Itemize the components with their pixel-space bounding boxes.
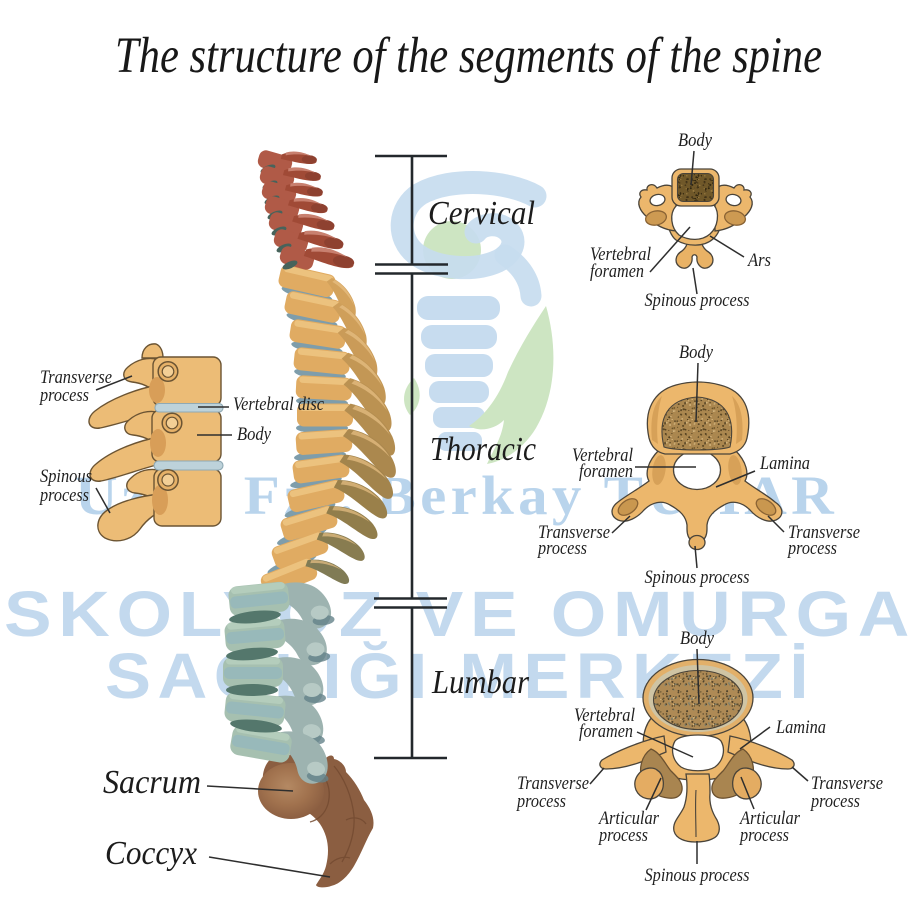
svg-text:Vertebral disc: Vertebral disc [233, 394, 324, 415]
svg-text:Sacrum: Sacrum [103, 764, 201, 801]
svg-text:Vertebral: Vertebral [574, 705, 635, 726]
svg-text:Thoracic: Thoracic [430, 431, 536, 468]
svg-text:Spinous process: Spinous process [645, 865, 750, 886]
svg-text:Spinous: Spinous [40, 466, 92, 487]
svg-text:Vertebral: Vertebral [590, 244, 651, 265]
svg-text:Transverse: Transverse [788, 522, 860, 543]
svg-text:process: process [786, 538, 837, 559]
svg-text:Cervical: Cervical [428, 195, 535, 232]
svg-text:Lamina: Lamina [759, 453, 810, 474]
svg-text:Body: Body [680, 628, 714, 649]
svg-text:Transverse: Transverse [811, 773, 883, 794]
svg-text:Spinous process: Spinous process [645, 290, 750, 311]
svg-text:Transverse: Transverse [517, 773, 589, 794]
svg-text:Transverse: Transverse [538, 522, 610, 543]
svg-text:Ars: Ars [746, 250, 771, 271]
svg-text:SKOLYOZ VE OMURGA: SKOLYOZ VE OMURGA [4, 578, 916, 650]
svg-text:process: process [38, 485, 89, 506]
svg-text:Vertebral: Vertebral [572, 445, 633, 466]
svg-text:Transverse: Transverse [40, 367, 112, 388]
svg-text:process: process [809, 791, 860, 812]
svg-text:process: process [597, 825, 648, 846]
svg-text:Body: Body [237, 424, 271, 445]
svg-text:Body: Body [678, 130, 712, 151]
svg-text:Articular: Articular [597, 808, 659, 829]
svg-text:Articular: Articular [738, 808, 800, 829]
svg-text:foramen: foramen [579, 461, 633, 482]
svg-text:Coccyx: Coccyx [105, 835, 197, 872]
svg-text:The structure of the segments: The structure of the segments of the spi… [115, 28, 822, 84]
svg-text:Lumbar: Lumbar [431, 664, 530, 701]
svg-text:foramen: foramen [579, 721, 633, 742]
svg-text:Spinous process: Spinous process [645, 567, 750, 588]
svg-text:foramen: foramen [590, 261, 644, 282]
svg-text:Lamina: Lamina [775, 717, 826, 738]
svg-text:process: process [536, 538, 587, 559]
svg-text:process: process [38, 385, 89, 406]
svg-text:Body: Body [679, 342, 713, 363]
svg-text:process: process [515, 791, 566, 812]
svg-text:process: process [738, 825, 789, 846]
